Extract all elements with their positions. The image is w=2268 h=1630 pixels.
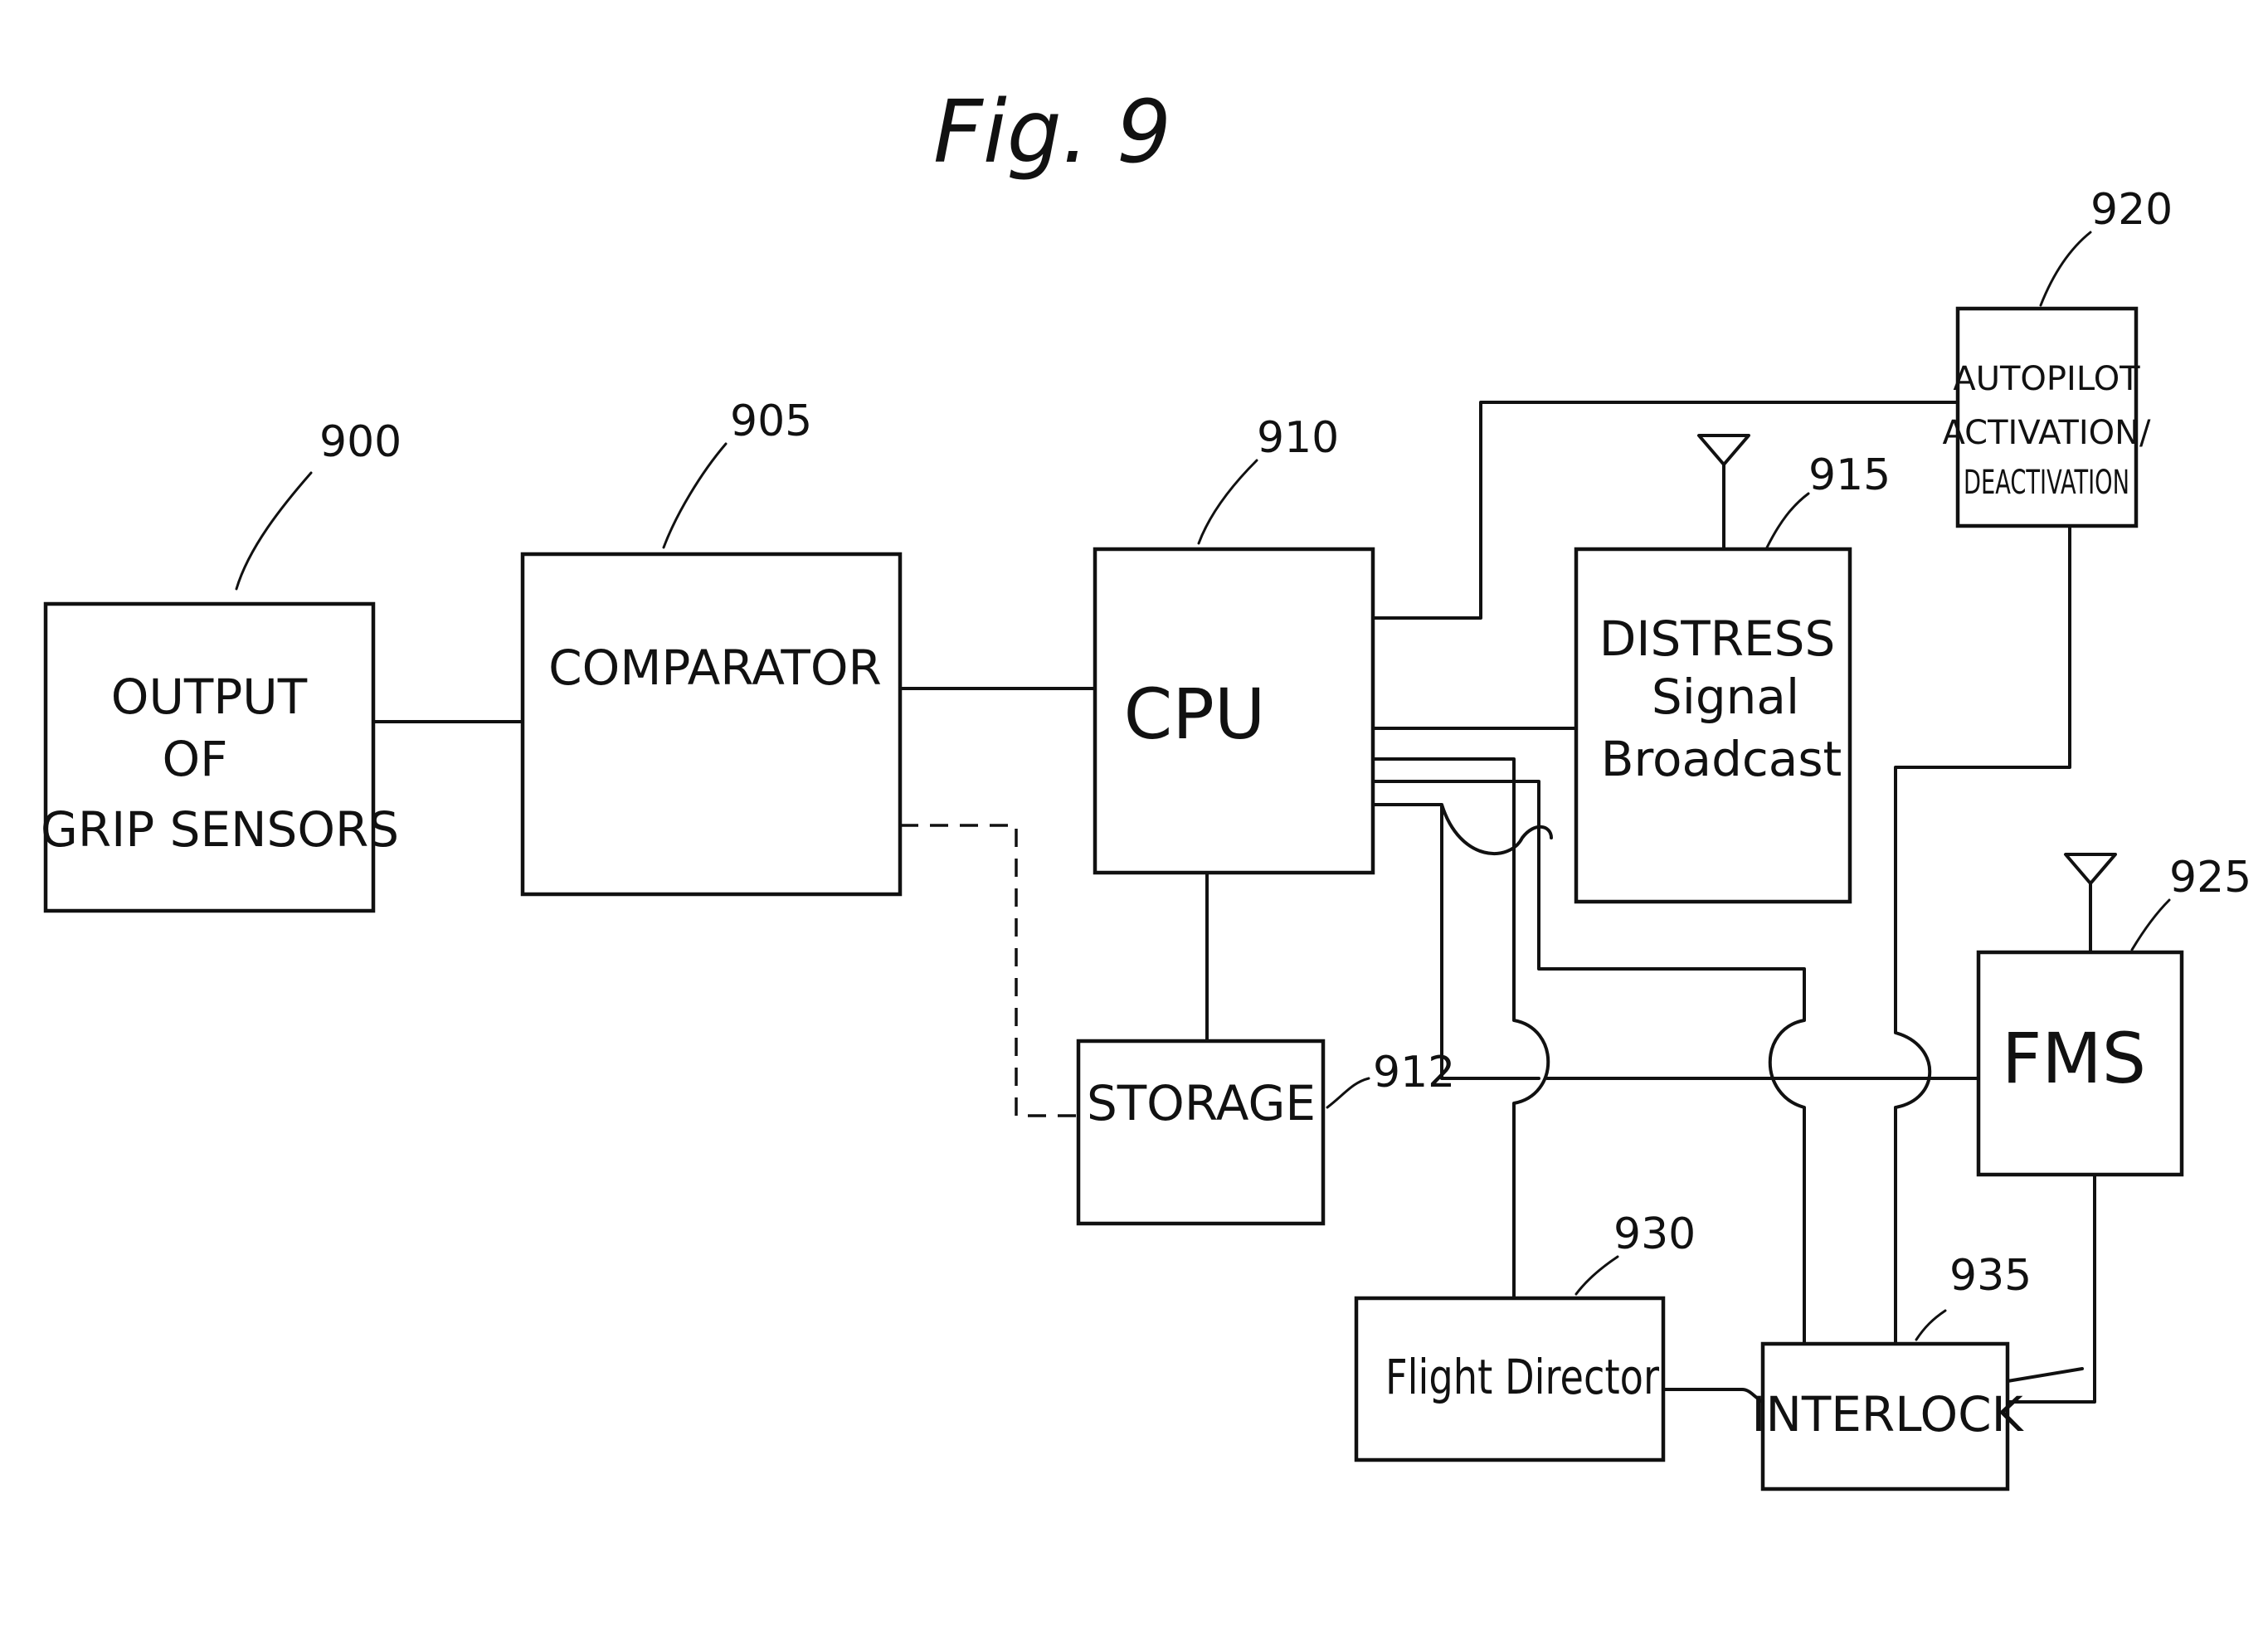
distress-antenna-icon bbox=[1699, 435, 1749, 549]
flight-director-label: Flight Director bbox=[1385, 1349, 1659, 1405]
wire-comparator-to-storage bbox=[900, 825, 1078, 1116]
grip-sensors-label-line-1: OUTPUT bbox=[111, 669, 308, 725]
cpu-block: CPU bbox=[1095, 549, 1373, 873]
comparator-block: COMPARATOR bbox=[523, 554, 900, 894]
fms-antenna-icon bbox=[2066, 854, 2115, 952]
wire-cpu-to-autopilot bbox=[1373, 402, 1958, 618]
comparator-label: COMPARATOR bbox=[548, 640, 882, 696]
grip-sensors-ref: 900 bbox=[319, 417, 402, 467]
distress-ref-leader bbox=[1767, 494, 1808, 547]
wire-cpu-to-fms bbox=[1373, 805, 1978, 1078]
fms-ref-leader bbox=[2132, 900, 2169, 950]
cpu-label: CPU bbox=[1124, 674, 1266, 755]
autopilot-ref: 920 bbox=[2090, 185, 2173, 235]
wire-flight-director-to-interlock bbox=[1663, 1389, 1763, 1402]
interlock-block: INTERLOCK bbox=[1751, 1344, 2024, 1489]
interlock-ref: 935 bbox=[1949, 1251, 2032, 1301]
autopilot-block: AUTOPILOT ACTIVATION/ DEACTIVATION bbox=[1943, 309, 2152, 526]
interlock-label: INTERLOCK bbox=[1751, 1386, 2024, 1443]
flight-director-ref: 930 bbox=[1613, 1209, 1696, 1259]
autopilot-label-line-1: AUTOPILOT bbox=[1953, 360, 2140, 398]
distress-label-line-1: DISTRESS bbox=[1599, 611, 1836, 667]
wire-autopilot-to-interlock bbox=[1896, 526, 2070, 1344]
comparator-ref: 905 bbox=[730, 397, 812, 446]
fms-block: FMS bbox=[1978, 952, 2182, 1175]
flight-director-block: Flight Director bbox=[1356, 1298, 1663, 1460]
autopilot-ref-leader bbox=[2041, 232, 2090, 305]
cpu-ref: 910 bbox=[1257, 413, 1339, 463]
distress-block: DISTRESS Signal Broadcast bbox=[1576, 549, 1850, 902]
distress-label-line-3: Broadcast bbox=[1601, 731, 1842, 787]
autopilot-label-line-2: ACTIVATION/ bbox=[1943, 414, 2152, 452]
flight-director-ref-leader bbox=[1576, 1257, 1618, 1294]
grip-sensors-block: OUTPUT OF GRIP SENSORS bbox=[41, 604, 399, 911]
storage-ref-leader bbox=[1327, 1078, 1369, 1107]
storage-block: STORAGE bbox=[1078, 1041, 1323, 1224]
fms-label: FMS bbox=[2002, 1018, 2146, 1099]
figure-title: Fig. 9 bbox=[933, 81, 1171, 182]
fms-ref: 925 bbox=[2169, 853, 2251, 903]
interlock-ref-leader bbox=[1916, 1311, 1945, 1340]
storage-label: STORAGE bbox=[1087, 1075, 1316, 1131]
cpu-ref-leader bbox=[1199, 460, 1257, 543]
grip-sensors-ref-leader bbox=[236, 473, 311, 589]
grip-sensors-label-line-3: GRIP SENSORS bbox=[41, 801, 399, 858]
autopilot-label-line-3: DEACTIVATION bbox=[1964, 464, 2129, 502]
distress-ref: 915 bbox=[1808, 450, 1891, 500]
distress-label-line-2: Signal bbox=[1652, 669, 1799, 725]
comparator-ref-leader bbox=[664, 444, 726, 547]
grip-sensors-label-line-2: OF bbox=[162, 731, 227, 787]
